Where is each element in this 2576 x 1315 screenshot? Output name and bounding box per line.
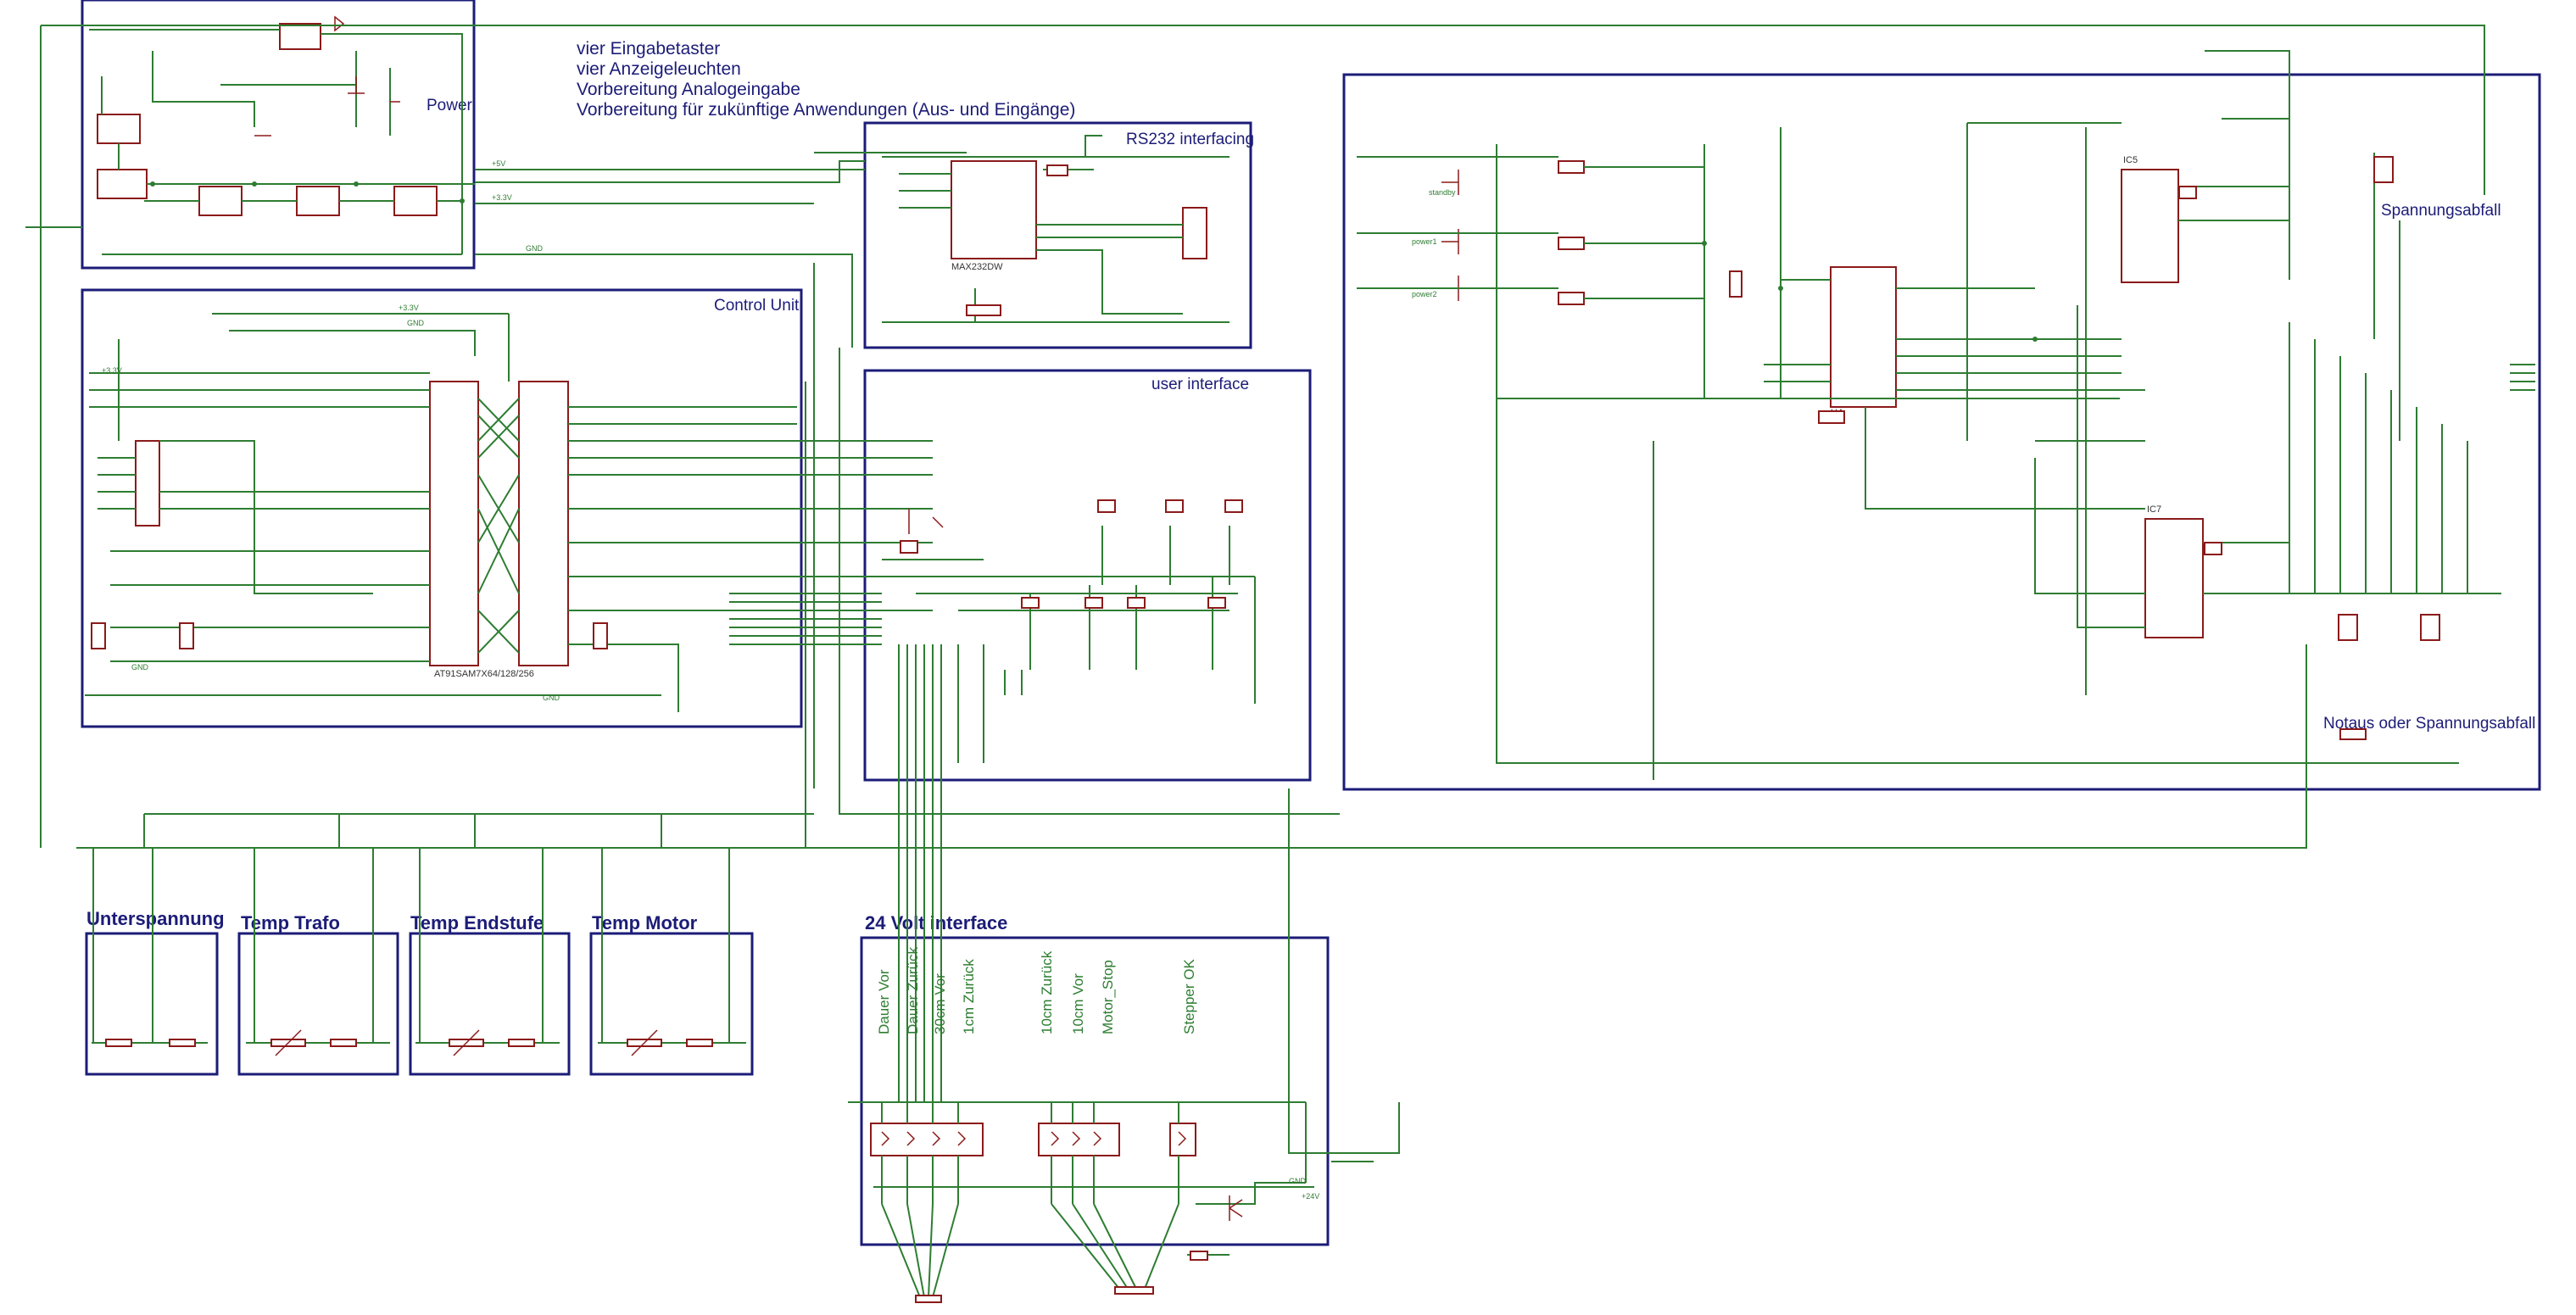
user-interface-frame <box>863 369 1312 782</box>
driver-power2-label: power2 <box>1412 290 1437 298</box>
optocoupler-stepper <box>1169 1123 1196 1156</box>
net-v33-control: +3.3V <box>102 366 122 375</box>
rs232-title: RS232 interfacing <box>1126 131 1254 148</box>
temp-endstufe-title: Temp Endstufe <box>410 912 544 933</box>
input-label-0: Dauer Vor <box>876 969 892 1034</box>
sensor-circuits <box>76 813 814 1056</box>
driver-power1-label: power1 <box>1412 237 1437 246</box>
net-gnd-24v: GND <box>1289 1177 1307 1185</box>
ic7-label: IC7 <box>2147 504 2161 515</box>
jtag-header <box>135 440 160 527</box>
ic5 <box>2121 169 2179 283</box>
mcu-label: AT91SAM7X64/128/256 <box>434 669 534 679</box>
temp-motor-title: Temp Motor <box>592 912 698 933</box>
temp-motor-frame <box>589 932 754 1076</box>
control-unit-title: Control Unit <box>714 297 800 315</box>
power-circuit <box>25 15 475 255</box>
input-label-4: 10cm Zurück <box>1039 950 1055 1034</box>
driver-block-frame <box>1342 73 2541 791</box>
power-title: Power <box>427 97 473 114</box>
note-line-1: vier Eingabetaster <box>577 39 720 59</box>
temp-trafo-frame <box>237 932 399 1076</box>
temp-trafo-title: Temp Trafo <box>241 912 340 933</box>
note-line-4: Vorbereitung für zukünftige Anwendungen … <box>577 100 1075 120</box>
input-label-7: Stepper OK <box>1181 959 1197 1034</box>
driver-standby-label: standby <box>1429 188 1456 197</box>
net-v33-top: +3.3V <box>492 193 512 202</box>
notaus-label: Notaus oder Spannungsabfall <box>2323 715 2535 733</box>
net-v33-control-2: +3.3V <box>399 304 419 312</box>
driver-circuit: U4 IC5 IC7 standby power1 power2 <box>1357 50 2535 780</box>
net-gnd-control-3: GND <box>543 694 560 702</box>
rs232-ic-label: MAX232DW <box>951 262 1003 272</box>
interface-24v-circuit <box>848 1101 1314 1303</box>
net-gnd-control: GND <box>407 319 425 327</box>
input-labels-24v: Dauer Vor Dauer Zurück 30cm Vor 1cm Zurü… <box>876 947 1197 1034</box>
input-label-2: 30cm Vor <box>932 973 948 1034</box>
note-line-2: vier Anzeigeleuchten <box>577 59 741 79</box>
rs232-block-frame <box>863 121 1252 349</box>
interface-24v-title: 24 Volt interface <box>865 912 1007 933</box>
unterspannung-title: Unterspannung <box>86 908 225 929</box>
mcu-left-package <box>429 381 479 666</box>
input-label-6: Motor_Stop <box>1100 960 1116 1034</box>
net-v5-top: +5V <box>492 159 505 168</box>
interface-24v-frame <box>860 936 1330 1246</box>
control-circuit: AT91SAM7X64/128/256 +3.3V +3.3V GND GND … <box>85 304 933 712</box>
ic5-label: IC5 <box>2123 155 2138 165</box>
mcu-right-package <box>518 381 569 666</box>
net-gnd-top: GND <box>526 244 544 253</box>
net-gnd-control-2: GND <box>131 663 149 671</box>
ic7 <box>2144 518 2204 638</box>
power-block-frame <box>81 0 476 270</box>
user-interface-circuit <box>882 499 1256 763</box>
input-label-3: 1cm Zurück <box>961 959 977 1034</box>
rs232-circuit: MAX232DW <box>882 135 1229 323</box>
temp-endstufe-frame <box>409 932 571 1076</box>
net-24v-label: +24V <box>1302 1192 1319 1201</box>
u4-ic <box>1830 266 1897 408</box>
input-label-5: 10cm Vor <box>1070 973 1086 1034</box>
spannungsabfall-label: Spannungsabfall <box>2381 202 2501 220</box>
note-line-3: Vorbereitung Analogeingabe <box>577 80 800 99</box>
user-interface-title: user interface <box>1151 376 1249 393</box>
input-label-1: Dauer Zurück <box>905 947 921 1034</box>
